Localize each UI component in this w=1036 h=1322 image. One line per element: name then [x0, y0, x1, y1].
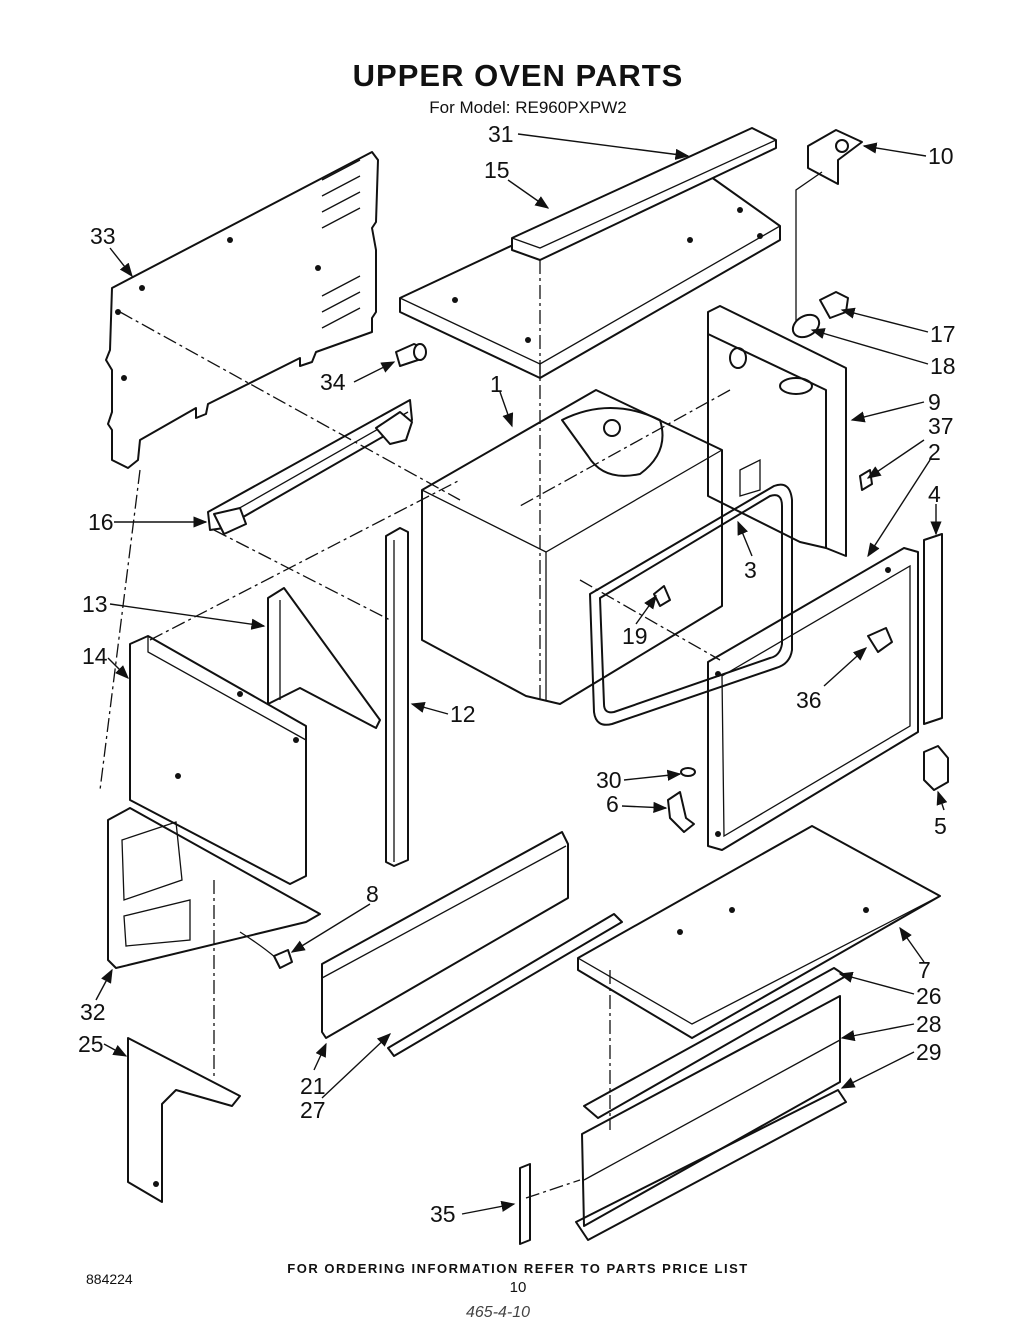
callout-34: 34: [320, 369, 346, 395]
part-32-lower-panel: [107, 807, 321, 969]
part-21-rail: [321, 831, 569, 1039]
handwritten-note: 465-4-10: [466, 1304, 531, 1321]
callout-3: 3: [744, 557, 757, 583]
ordering-footer: FOR ORDERING INFORMATION REFER TO PARTS …: [287, 1261, 749, 1276]
callout-29: 29: [916, 1039, 942, 1065]
part-33-rear-panel: [105, 151, 379, 469]
part-26-rail: [583, 967, 847, 1119]
part-8-connector: [239, 931, 293, 969]
part-35-strip: [519, 1163, 531, 1245]
part-16-rail: [207, 399, 413, 535]
part-1-oven-liner: [421, 389, 723, 705]
callout-leaders: [95, 133, 948, 1215]
callout-35: 35: [430, 1201, 456, 1227]
callout-25: 25: [78, 1031, 104, 1057]
callout-30: 30: [596, 767, 622, 793]
part-12-channel: [385, 527, 409, 867]
part-3-door-gasket: [589, 483, 793, 726]
callout-labels: 31 15 10 33 17 18 34 1 9 37 2 4 16 3 13 …: [78, 121, 956, 1227]
model-subtitle: For Model: RE960PXPW2: [429, 98, 627, 117]
part-34-plug: [395, 343, 427, 367]
callout-4: 4: [928, 481, 941, 507]
callout-13: 13: [82, 591, 108, 617]
part-4-strip: [923, 533, 943, 725]
callout-27: 27: [300, 1097, 326, 1123]
part-29-lower-rail: [575, 1089, 847, 1241]
callout-7: 7: [918, 957, 931, 983]
part-9-side-panel: [707, 305, 847, 557]
callout-10: 10: [928, 143, 954, 169]
page-number: 10: [509, 1279, 527, 1296]
part-27-rod: [387, 913, 623, 1057]
callout-18: 18: [930, 353, 956, 379]
part-25-cover: [127, 1037, 241, 1203]
part-5-hinge: [923, 745, 949, 791]
callout-26: 26: [916, 983, 942, 1009]
callout-31: 31: [488, 121, 514, 147]
callout-36: 36: [796, 687, 822, 713]
callout-32: 32: [80, 999, 106, 1025]
callout-8: 8: [366, 881, 379, 907]
part-13-bracket: [267, 587, 381, 729]
callout-1: 1: [490, 371, 503, 397]
page-title: UPPER OVEN PARTS: [352, 58, 684, 93]
document-number: 884224: [86, 1271, 133, 1287]
part-36-latch: [867, 627, 893, 653]
part-17-socket: [819, 291, 849, 319]
callout-12: 12: [450, 701, 476, 727]
assembly-lines: [99, 260, 731, 1199]
callout-16: 16: [88, 509, 114, 535]
callout-14: 14: [82, 643, 108, 669]
part-10-bracket: [807, 129, 863, 185]
callout-6: 6: [606, 791, 619, 817]
part-2-door-frame: [707, 547, 919, 851]
part-31-top-strip: [511, 127, 777, 261]
callout-5: 5: [934, 813, 947, 839]
part-15-top-panel: [399, 161, 781, 379]
part-7-bottom-panel: [577, 825, 941, 1039]
callout-15: 15: [484, 157, 510, 183]
part-28-trim: [581, 995, 841, 1227]
callout-2: 2: [928, 439, 941, 465]
callout-37: 37: [928, 413, 954, 439]
part-18-bulb: [791, 313, 821, 339]
part-30-washer: [680, 767, 696, 777]
part-37-clip: [859, 469, 873, 491]
callout-28: 28: [916, 1011, 942, 1037]
part-14-side-wrapper: [129, 635, 307, 885]
part-19-clip: [653, 585, 671, 607]
part-6-bracket: [667, 791, 695, 833]
callout-21: 21: [300, 1073, 326, 1099]
callout-33: 33: [90, 223, 116, 249]
callout-17: 17: [930, 321, 956, 347]
callout-19: 19: [622, 623, 648, 649]
callout-9: 9: [928, 389, 941, 415]
